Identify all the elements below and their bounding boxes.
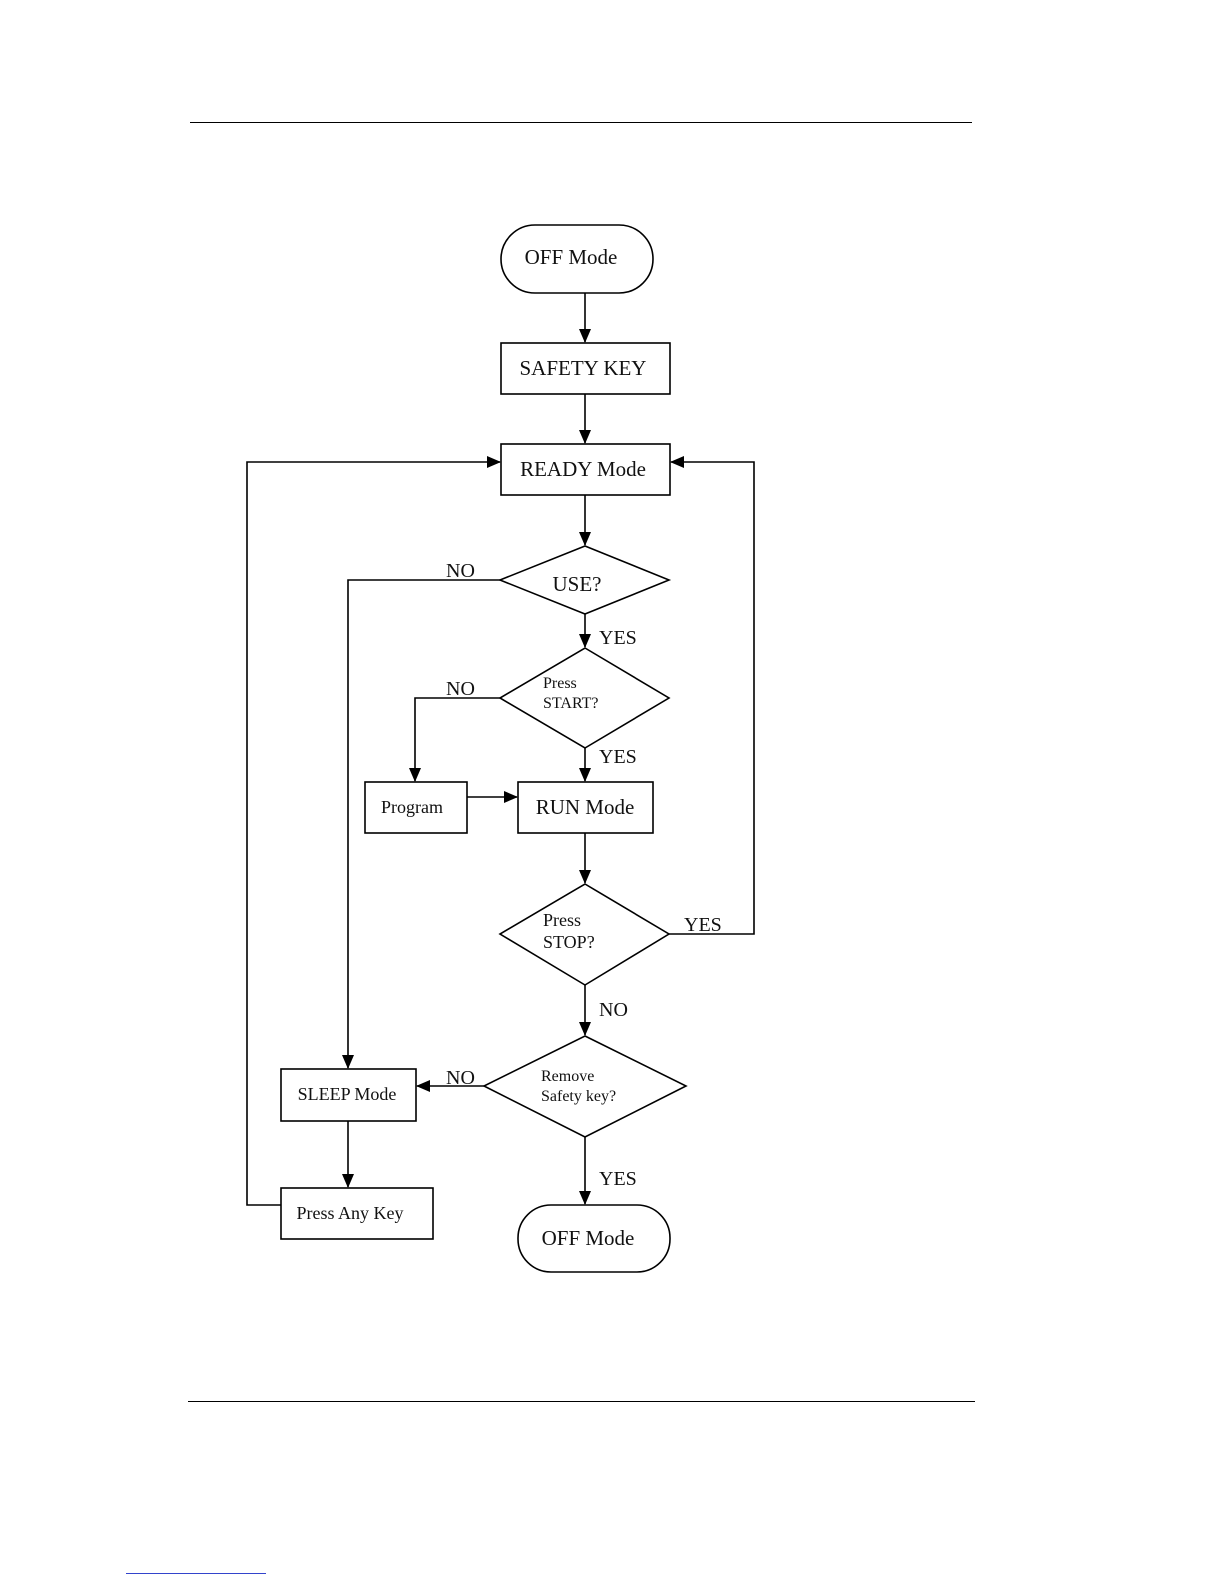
connectors [247,293,754,1205]
label-start-no: NO [446,678,475,700]
node-program: Program [365,782,467,833]
sleep-mode-label: SLEEP Mode [298,1084,397,1104]
program-label: Program [381,797,443,817]
label-stop-no: NO [599,999,628,1021]
arrow-stop-yes-to-ready [669,462,754,934]
node-off-mode-top: OFF Mode [501,225,653,293]
safety-key-label: SAFETY KEY [520,356,647,380]
press-stop-line2: STOP? [543,932,595,952]
label-use-yes: YES [599,627,637,649]
label-start-yes: YES [599,746,637,768]
press-any-key-label: Press Any Key [297,1203,404,1223]
press-start-line2: START? [543,695,599,712]
node-press-any-key: Press Any Key [281,1188,433,1239]
remove-safety-line1: Remove [541,1068,594,1085]
press-start-line1: Press [543,675,577,692]
press-stop-line1: Press [543,910,581,930]
node-remove-safety-decision: Remove Safety key? [484,1036,686,1137]
node-use-decision: USE? [500,546,669,614]
label-remove-no: NO [446,1067,475,1089]
remove-safety-line2: Safety key? [541,1088,616,1105]
label-stop-yes: YES [684,914,722,936]
off-mode-top-label: OFF Mode [525,245,618,269]
ready-mode-label: READY Mode [520,457,646,481]
use-question: USE? [553,572,602,596]
node-press-start-decision: Press START? [500,648,669,748]
node-press-stop-decision: Press STOP? [500,884,669,985]
label-remove-yes: YES [599,1168,637,1190]
node-safety-key: SAFETY KEY [501,343,670,394]
node-sleep-mode: SLEEP Mode [281,1069,416,1121]
node-off-mode-bottom: OFF Mode [518,1205,670,1272]
label-use-no: NO [446,560,475,582]
node-ready-mode: READY Mode [501,444,670,495]
run-mode-label: RUN Mode [536,795,635,819]
arrow-start-no-to-program [415,698,500,781]
node-run-mode: RUN Mode [518,782,653,833]
off-mode-bottom-label: OFF Mode [542,1226,635,1250]
